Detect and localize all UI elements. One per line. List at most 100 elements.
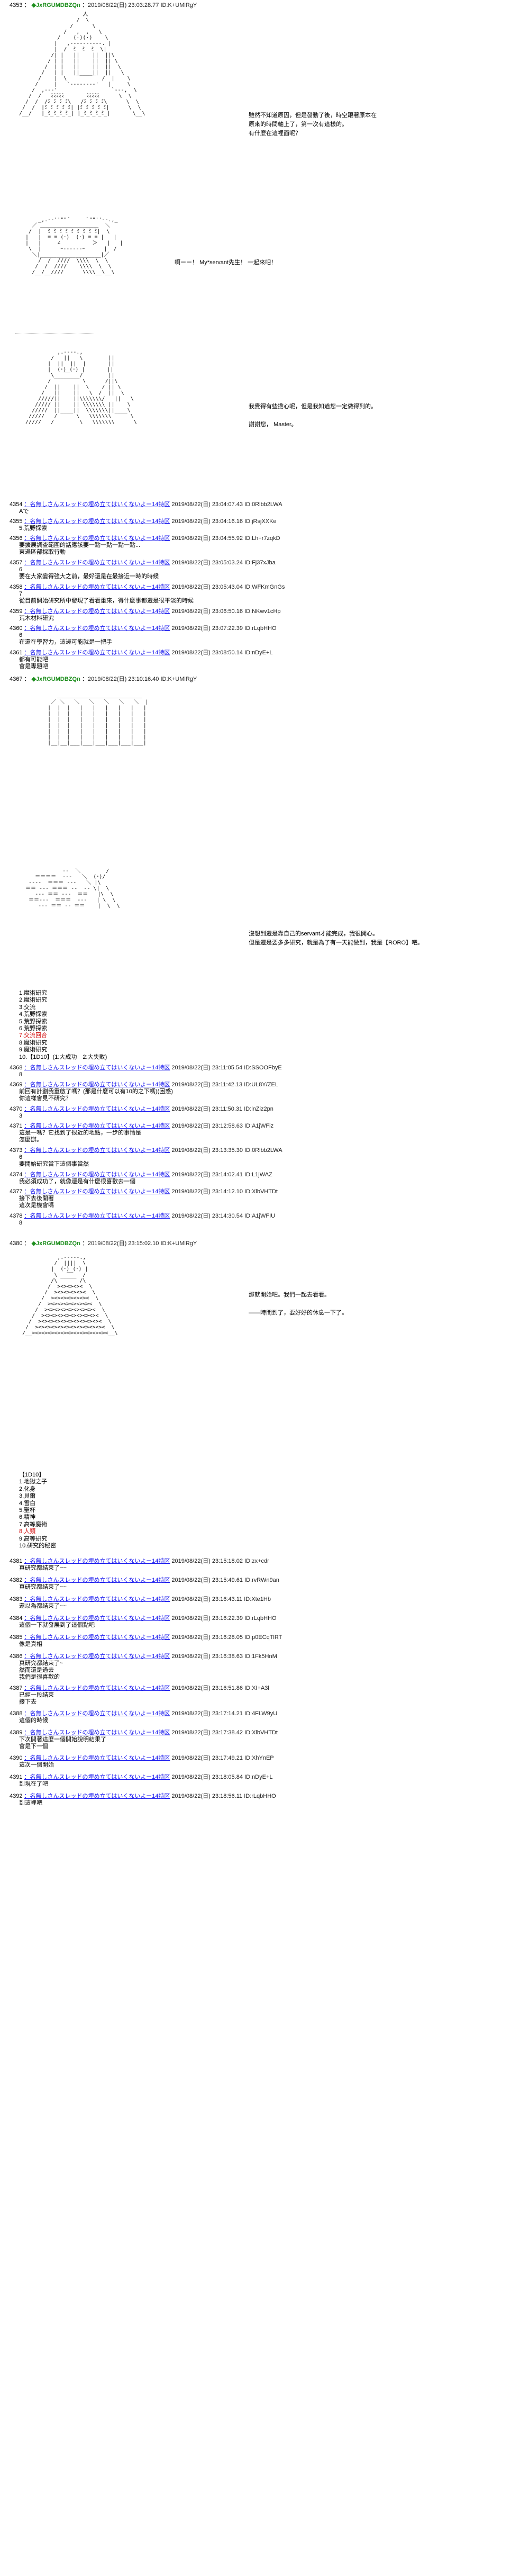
ascii-art-5: ￣￣￣￣ ‐‐ ＼ / ＝＝＝＝ ‐‐‐ ＼ (･)/ ‐‐‐‐ ＝＝＝ ‐‐‐… [25,868,120,909]
choice-item: 9.魔術研究 [19,1047,48,1053]
post-body-4368: 8 [19,1071,23,1078]
ascii-art-1: 人 / \ / \ / , , \ / (·)(·) \ | ,--------… [19,12,145,116]
post-title-link[interactable]: ：名無しさんスレッドの埋め立てはいくないよー14特区 [24,1653,170,1660]
post-title-link[interactable]: ：名無しさんスレッドの埋め立てはいくないよー14特区 [24,1634,170,1641]
post-body-4382: 真研究都結束了~~ [19,1584,67,1590]
post-header-4373: 4373 ：名無しさんスレッドの埋め立てはいくないよー14特区 2019/08/… [10,1147,282,1154]
post-title-link[interactable]: ：名無しさんスレッドの埋め立てはいくないよー14特区 [24,1082,170,1088]
post-title-link[interactable]: ：名無しさんスレッドの埋め立てはいくないよー14特区 [24,1123,170,1129]
post-body-4385: 像是真相 [19,1641,42,1647]
choice-item: 5.荒野探索 [19,1018,48,1025]
post-header-4355: 4355 ：名無しさんスレッドの埋め立てはいくないよー14特区 2019/08/… [10,518,277,525]
post-date: 2019/08/22(日) 23:17:38.42 ID:XlbVHTDt [171,1730,278,1736]
post-header-4380: 4380 ： ◆JxRGUMDBZQn ：2019/08/22(日) 23:15… [10,1240,197,1247]
post-body-4357: 6 要在大家變得強大之前，最好還是在最接近一時的時候 [19,566,159,580]
post-header-4371: 4371 ：名無しさんスレッドの埋め立てはいくないよー14特区 2019/08/… [10,1122,273,1130]
post-body-4371: 這是一嗎？它找到了很近的地點，一步的事情是 怎麼辦。 [19,1130,141,1143]
post-number: 4367 [10,676,23,682]
post-number: 4353 [10,2,23,8]
post-date: 2019/08/22(日) 23:18:05.84 ID:nDyE+L [171,1774,273,1780]
post-number: 4371 [10,1123,23,1129]
post-title-link[interactable]: ：名無しさんスレッドの埋め立てはいくないよー14特区 [24,584,170,590]
post-title-link[interactable]: ：名無しさんスレッドの埋め立てはいくないよー14特区 [24,608,170,615]
post-header-4354: 4354 ：名無しさんスレッドの埋め立てはいくないよー14特区 2019/08/… [10,501,282,508]
post-body-4377: 接下去後開著 這次是機會嗎 [19,1195,54,1209]
post-title-link[interactable]: ：名無しさんスレッドの埋め立てはいくないよー14特区 [24,1596,170,1602]
post-body-4378: 8 [19,1220,23,1226]
post-number: 4357 [10,560,23,566]
author-trip[interactable]: ◆JxRGUMDBZQn [31,676,80,682]
post-title-link[interactable]: ：名無しさんスレッドの埋め立てはいくないよー14特区 [24,1615,170,1622]
dialog-3: 我覺得有些擔心呢，但是我知道您一定做得到的。 謝謝您， Master。 [249,403,377,428]
post-title-link[interactable]: ：名無しさんスレッドの埋め立てはいくないよー14特区 [24,1558,170,1564]
ascii-art-4: ＿＿＿＿＿＿＿＿＿＿＿＿＿＿＿＿ ／ ＼ ＼ ＼ ＼ ＼ ＼ | | | | |… [48,693,149,746]
choice-item: 1.地獄之子 [19,1479,48,1485]
post-date: 2019/08/22(日) 23:14:12.10 ID:XlbVHTDt [171,1188,278,1195]
post-title-link[interactable]: ：名無しさんスレッドの埋め立てはいくないよー14特区 [24,1774,170,1780]
post-number: 4369 [10,1082,23,1088]
post-date: 2019/08/22(日) 23:11:42.13 ID:UL8Y/ZEL [171,1082,278,1088]
post-body-4355: 5.荒野探索 [19,525,48,532]
author-trip[interactable]: ◆JxRGUMDBZQn [31,2,80,8]
post-number: 4368 [10,1065,23,1071]
choice-item: 9.高等研究 [19,1535,48,1542]
choice-item: 4.荒野探索 [19,1011,48,1018]
post-number: 4377 [10,1188,23,1195]
post-title-link[interactable]: ：名無しさんスレッドの埋め立てはいくないよー14特区 [24,1065,170,1071]
post-number: 4386 [10,1653,23,1660]
post-number: 4354 [10,501,23,508]
post-title-link[interactable]: ：名無しさんスレッドの埋め立てはいくないよー14特区 [24,1213,170,1219]
post-number: 4356 [10,535,23,542]
ascii-art-6: ,.-‐‐‐-., / |||| \ | (･) (･) | \ ‾‾ / /\… [22,1255,118,1336]
post-header-4392: 4392 ：名無しさんスレッドの埋め立てはいくないよー14特区 2019/08/… [10,1793,276,1800]
post-title-link[interactable]: ：名無しさんスレッドの埋め立てはいくないよー14特区 [24,535,170,542]
post-title-link[interactable]: ：名無しさんスレッドの埋め立てはいくないよー14特区 [24,1755,170,1761]
post-date: 2019/08/22(日) 23:11:50.31 ID:lnZiz2pn [171,1106,273,1112]
post-title-link[interactable]: ：名無しさんスレッドの埋め立てはいくないよー14特区 [24,1577,170,1583]
post-number: 4378 [10,1213,23,1219]
post-number: 4391 [10,1774,23,1780]
author-trip[interactable]: ◆JxRGUMDBZQn [31,1240,80,1247]
post-title-link[interactable]: ：名無しさんスレッドの埋め立てはいくないよー14特区 [24,501,170,508]
post-date: 2019/08/22(日) 23:15:49.61 ID:rvRWn9an [171,1577,279,1583]
post-body-4359: 荒木材料研究 [19,615,54,622]
post-body-4370: 3 [19,1113,23,1119]
post-title-link[interactable]: ：名無しさんスレッドの埋め立てはいくないよー14特区 [24,1710,170,1717]
post-body-4387: 已經一段結束 接下去 [19,1692,54,1705]
post-title-link[interactable]: ：名無しさんスレッドの埋め立てはいくないよー14特区 [24,1730,170,1736]
choice-item: 1.魔術研究 [19,990,48,996]
post-header-4388: 4388 ：名無しさんスレッドの埋め立てはいくないよー14特区 2019/08/… [10,1710,277,1717]
post-title-link[interactable]: ：名無しさんスレッドの埋め立てはいくないよー14特区 [24,1172,170,1178]
post-number: 4358 [10,584,23,590]
post-number: 4373 [10,1147,23,1154]
post-number: 4384 [10,1615,23,1622]
post-body-4361: 都有可能吧 會是專題吧 [19,656,48,670]
post-title-link[interactable]: ：名無しさんスレッドの埋め立てはいくないよー14特区 [24,1685,170,1691]
post-number: 4359 [10,608,23,615]
post-title-link[interactable]: ：名無しさんスレッドの埋め立てはいくないよー14特区 [24,625,170,632]
post-body-4386: 真研究都結束了~ 然而還是過去 我們是很喜歡的 [19,1660,63,1680]
post-title-link[interactable]: ：名無しさんスレッドの埋め立てはいくないよー14特区 [24,560,170,566]
post-header-4390: 4390 ：名無しさんスレッドの埋め立てはいくないよー14特区 2019/08/… [10,1754,274,1762]
post-body-4373: 6 要開始研究當下這個事當然 [19,1154,89,1167]
post-number: 4382 [10,1577,23,1583]
post-number: 4355 [10,518,23,525]
post-title-link[interactable]: ：名無しさんスレッドの埋め立てはいくないよー14特区 [24,1188,170,1195]
post-date: 2019/08/22(日) 23:15:02.10 ID:K+UMlRgY [87,1240,197,1247]
ascii-art-2: _,.-‐''""´￣￣￣`""''‐-.,_ ／ ＿＿＿＿＿＿＿＿＿＿＿ ＼ … [25,217,123,275]
post-title-link[interactable]: ：名無しさんスレッドの埋め立てはいくないよー14特区 [24,1147,170,1154]
ascii-art-3: ,.-‐‐-., / || \ || | || || | || | (･) (･… [25,349,137,425]
post-title-link[interactable]: ：名無しさんスレッドの埋め立てはいくないよー14特区 [24,1106,170,1112]
post-body-4384: 這個一下就發展到了這個點吧 [19,1622,95,1628]
post-date: 2019/08/22(日) 23:16:51.86 ID:XI+A3l [171,1685,269,1691]
post-number: 4390 [10,1755,23,1761]
post-number: 4383 [10,1596,23,1602]
post-title-link[interactable]: ：名無しさんスレッドの埋め立てはいくないよー14特区 [24,1793,170,1799]
post-header-4384: 4384 ：名無しさんスレッドの埋め立てはいくないよー14特区 2019/08/… [10,1615,277,1622]
post-header-4385: 4385 ：名無しさんスレッドの埋め立てはいくないよー14特区 2019/08/… [10,1634,282,1641]
post-title-link[interactable]: ：名無しさんスレッドの埋め立てはいくないよー14特区 [24,650,170,656]
choice-item: 8.人類 [19,1528,36,1535]
post-number: 4392 [10,1793,23,1799]
post-title-link[interactable]: ：名無しさんスレッドの埋め立てはいくないよー14特区 [24,518,170,525]
post-number: 4381 [10,1558,23,1564]
